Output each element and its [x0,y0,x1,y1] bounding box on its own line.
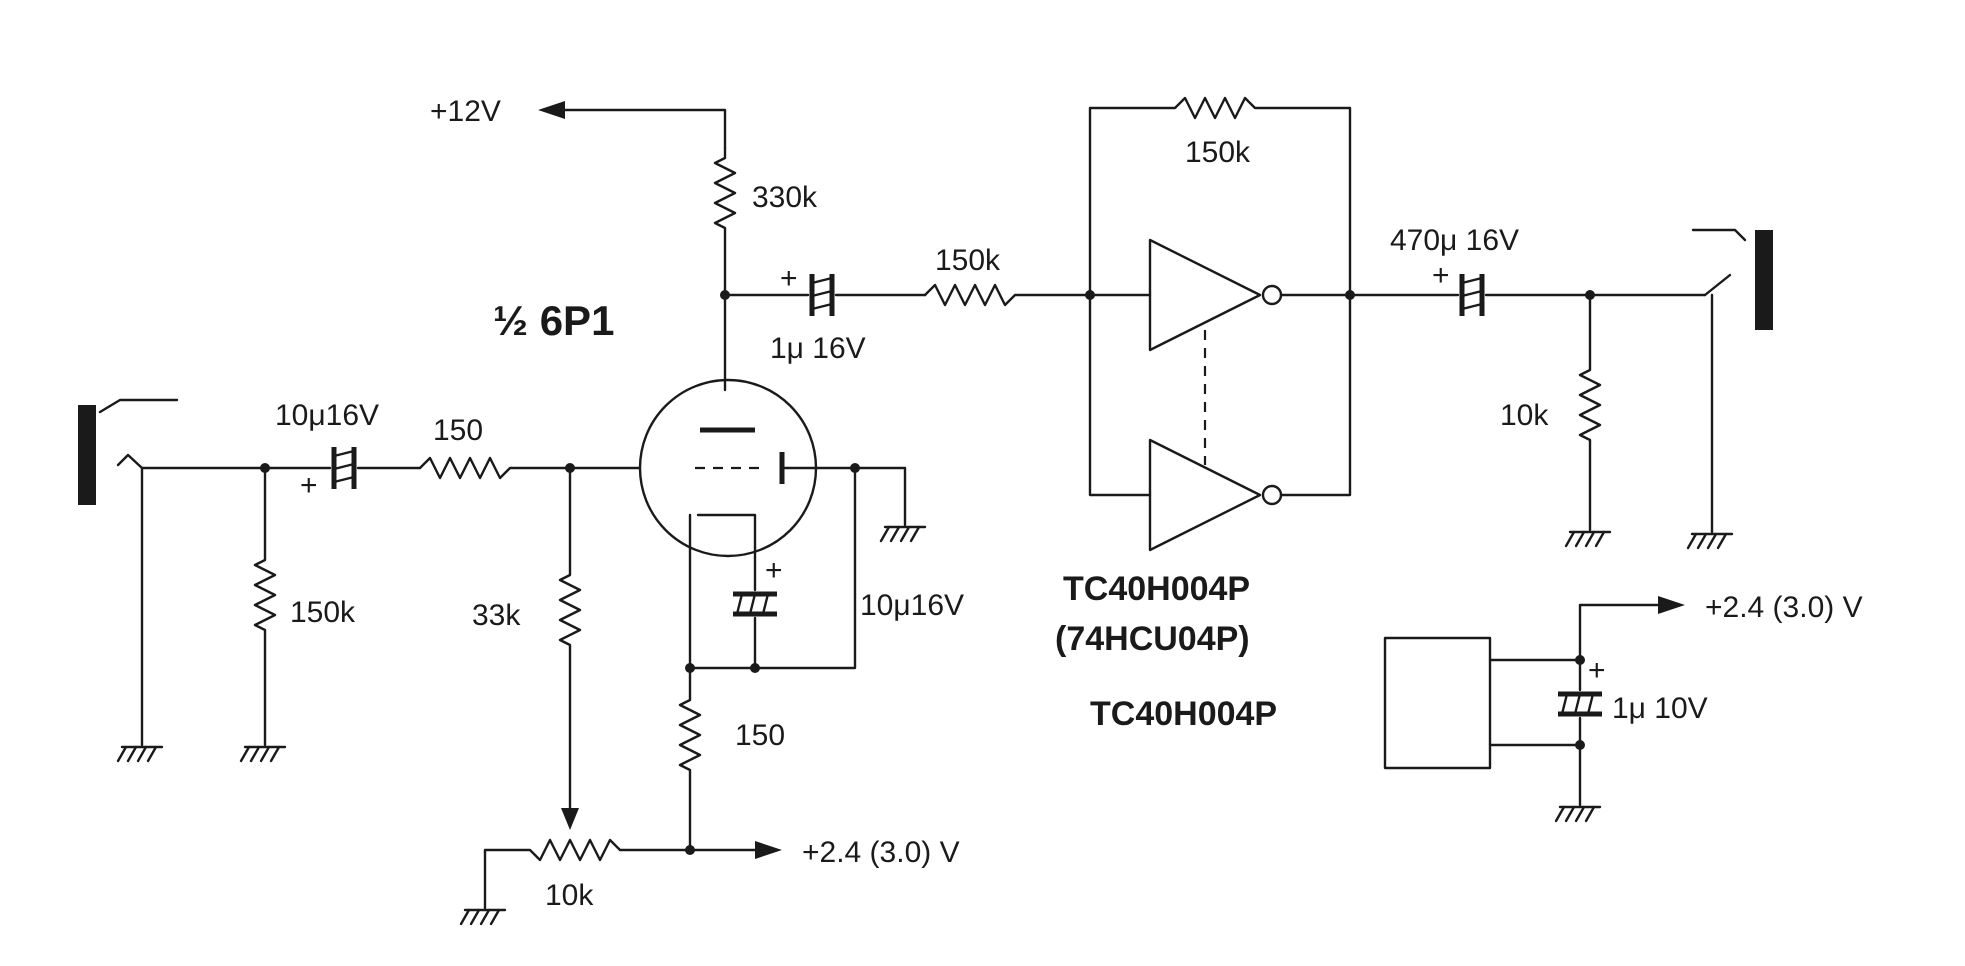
input-series-resistor [418,456,572,480]
screen-ground [853,466,927,543]
ic-alt-part-label: (74HCU04P) [1055,620,1250,658]
ic-supply-label: +2.4 (3.0) V [1705,591,1863,624]
coupling-capacitor [723,274,927,316]
pot-label: 10k [545,879,594,912]
heater-supply-label: +2.4 (3.0) V [802,836,960,869]
input-bias-resistor [239,466,287,763]
series-resistor-label: 150k [935,244,1001,277]
ic-bypass-capacitor [1554,658,1602,823]
series-resistor [923,283,1092,307]
input-cap-plus: + [300,469,318,502]
input-cap-label: 10μ16V [275,399,379,432]
coupling-cap-label: 1μ 16V [770,332,866,365]
output-jack [1588,228,1773,550]
tube-label: ½ 6P1 [493,297,614,344]
cathode-cap-node [750,663,760,673]
vacuum-tube [568,378,857,558]
heater-supply-arrow [688,841,782,859]
inverter-bottom [1088,293,1352,552]
ic-box-label: TC40H004P [1090,695,1277,733]
cathode-cap-label: 10μ16V [860,589,964,622]
output-load-label: 10k [1500,399,1549,432]
plate-resistor-label: 330k [752,181,818,214]
inverter-top [1088,238,1352,352]
coupling-cap-plus: + [780,262,798,295]
output-load-resistor [1564,293,1612,548]
ic-supply-wiring [1488,596,1685,747]
ic-box [1383,636,1492,770]
cathode-wiring [688,466,857,670]
output-cap-plus: + [1432,259,1450,292]
bias-potentiometer [459,838,692,926]
cathode-cap-plus: + [765,554,783,587]
output-capacitor [1348,274,1592,316]
cathode-resistor-label: 150 [735,719,785,752]
output-cap-label: 470μ 16V [1390,224,1519,257]
input-bias-label: 150k [290,596,356,629]
plus12v-label: +12V [430,95,501,128]
ic-bypass-plus: + [1588,654,1606,687]
input-series-label: 150 [433,414,483,447]
plate-resistor [713,146,737,297]
grid-resistor-label: 33k [472,599,521,632]
input-capacitor [263,447,422,489]
cathode-capacitor [733,546,777,670]
cathode-resistor [678,666,702,852]
feedback-resistor-label: 150k [1185,136,1251,169]
input-jack [78,398,267,763]
plus12v-rail [538,101,727,150]
feedback-resistor [1088,96,1352,297]
ic-part-label: TC40H004P [1063,570,1250,608]
ic-bypass-label: 1μ 10V [1612,692,1708,725]
grid-resistor [558,466,582,830]
